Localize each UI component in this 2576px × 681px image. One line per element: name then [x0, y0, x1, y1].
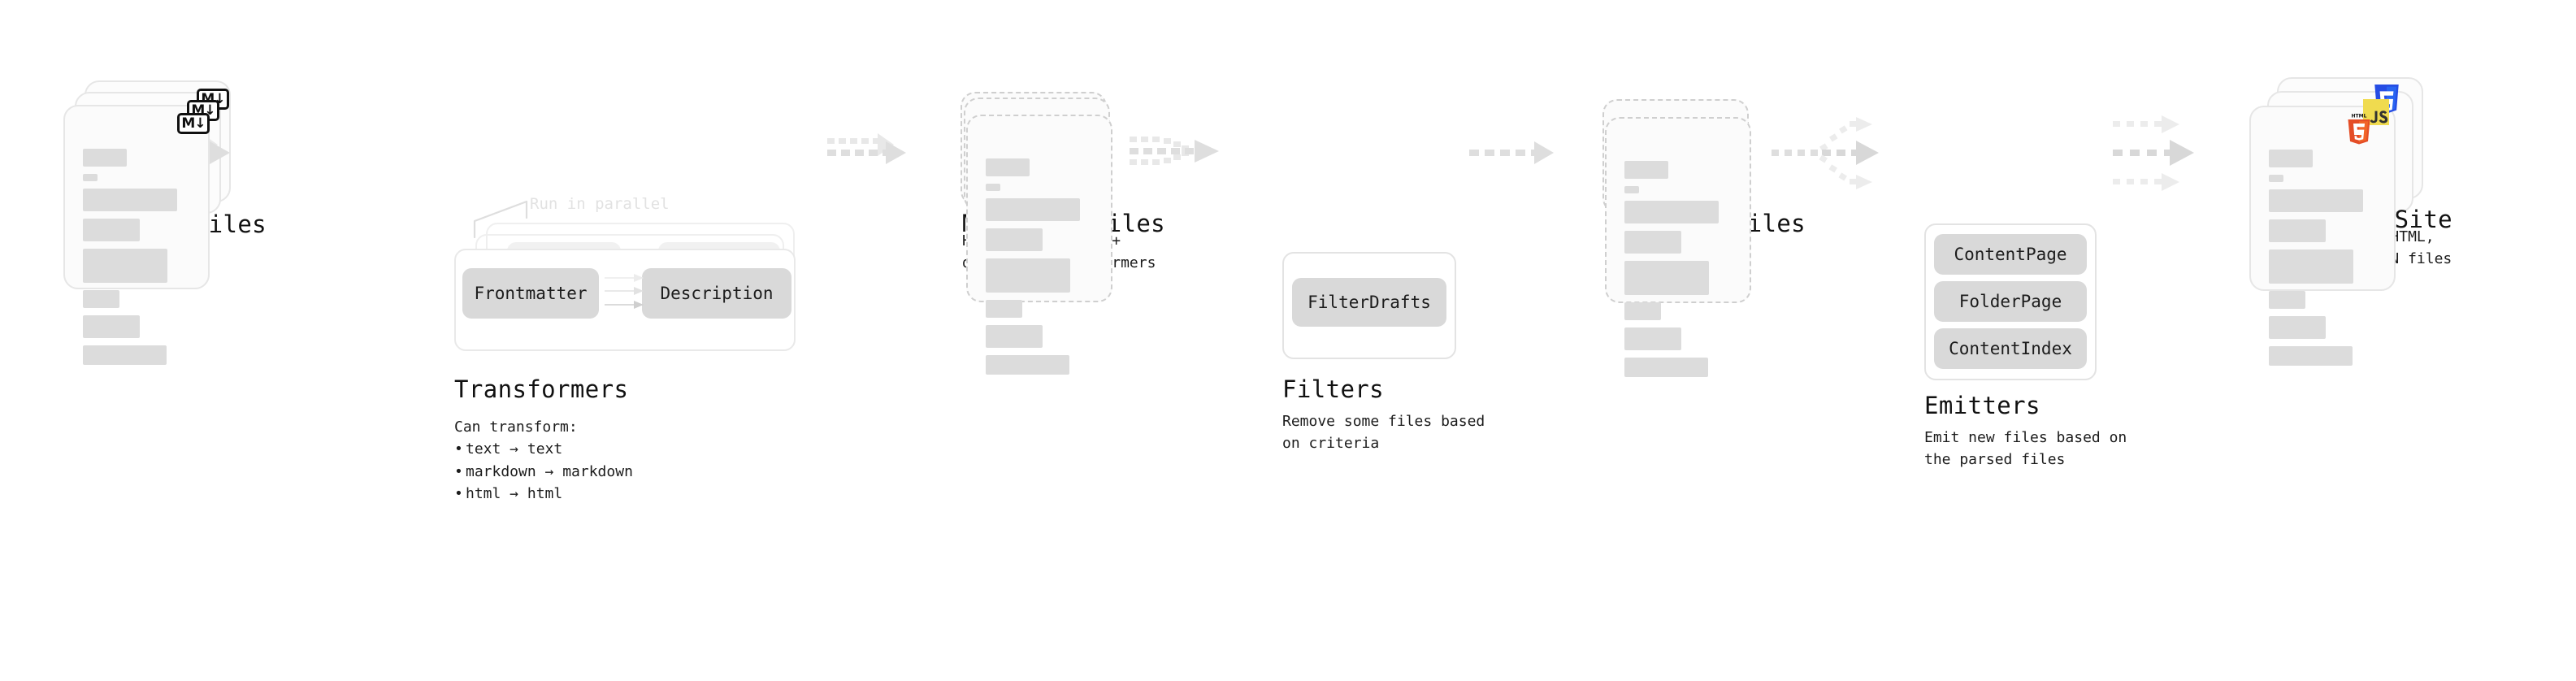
transformer-pill-frontmatter[interactable]: Frontmatter [462, 268, 599, 319]
filtered-card-front [1605, 117, 1751, 377]
connector-modified-to-filters [1130, 128, 1224, 172]
stage-generated-site: HTML Generated Site A collection of HTML… [0, 0, 2452, 681]
transformers-bullet-list: Can transform: text → text markdown → ma… [454, 416, 633, 505]
stage-title-filters: Filters [1282, 375, 1385, 403]
transformers-bullet-0: text → text [454, 438, 633, 461]
stage-title-emitters: Emitters [1924, 392, 2040, 419]
transformers-bullets-head: Can transform: [454, 419, 578, 436]
stage-markdown-files: M↓ M↓ M↓ Markdown Files [0, 0, 325, 681]
stage-emitters: ContentPage FolderPage ContentIndex Emit… [0, 0, 2127, 681]
connector-transformers-to-modified [827, 130, 909, 171]
stage-filtered-files: Filtered files [0, 0, 1806, 681]
modified-placeholder-lines [986, 158, 1093, 375]
svg-text:HTML: HTML [2352, 114, 2367, 119]
stage-transformers: Run in parallel Frontmatter Description [0, 0, 796, 681]
run-in-parallel-bracket [470, 192, 616, 241]
transformers-bullet-2: html → html [454, 483, 633, 505]
modified-card-front [966, 115, 1112, 375]
document-card-front [63, 105, 210, 365]
connector-filtered-to-emitters [1772, 114, 1885, 195]
connector-filters-to-filtered [1469, 130, 1555, 171]
filter-pill-filterdrafts[interactable]: FilterDrafts [1292, 278, 1446, 327]
filtered-placeholder-lines [1624, 161, 1732, 377]
site-card-front-html [2249, 106, 2396, 366]
markdown-badge-front: M↓ [177, 113, 210, 134]
transformers-bullet-1: markdown → markdown [454, 461, 633, 484]
run-in-parallel-label: Run in parallel [530, 195, 670, 213]
emitter-pill-contentpage[interactable]: ContentPage [1934, 234, 2087, 275]
stage-filters: FilterDrafts Filters Remove some files b… [0, 0, 1485, 681]
transformer-parallel-arrows [603, 271, 645, 317]
stage-title-transformers: Transformers [454, 375, 629, 403]
site-placeholder-lines [2269, 150, 2376, 366]
emitter-pill-contentindex[interactable]: ContentIndex [1934, 328, 2087, 369]
emitter-pill-folderpage[interactable]: FolderPage [1934, 281, 2087, 322]
transformer-pill-description[interactable]: Description [642, 268, 791, 319]
document-placeholder-lines [83, 149, 190, 365]
stage-modified-files: Modified files HTML Syntax Tree + data f… [0, 0, 1165, 681]
stage-subtitle-emitters: Emit new files based on the parsed files [1924, 429, 2127, 469]
html5-icon: HTML [2345, 112, 2373, 148]
stage-subtitle-filters: Remove some files based on criteria [1282, 413, 1485, 453]
connector-emitters-to-site [2113, 114, 2243, 195]
